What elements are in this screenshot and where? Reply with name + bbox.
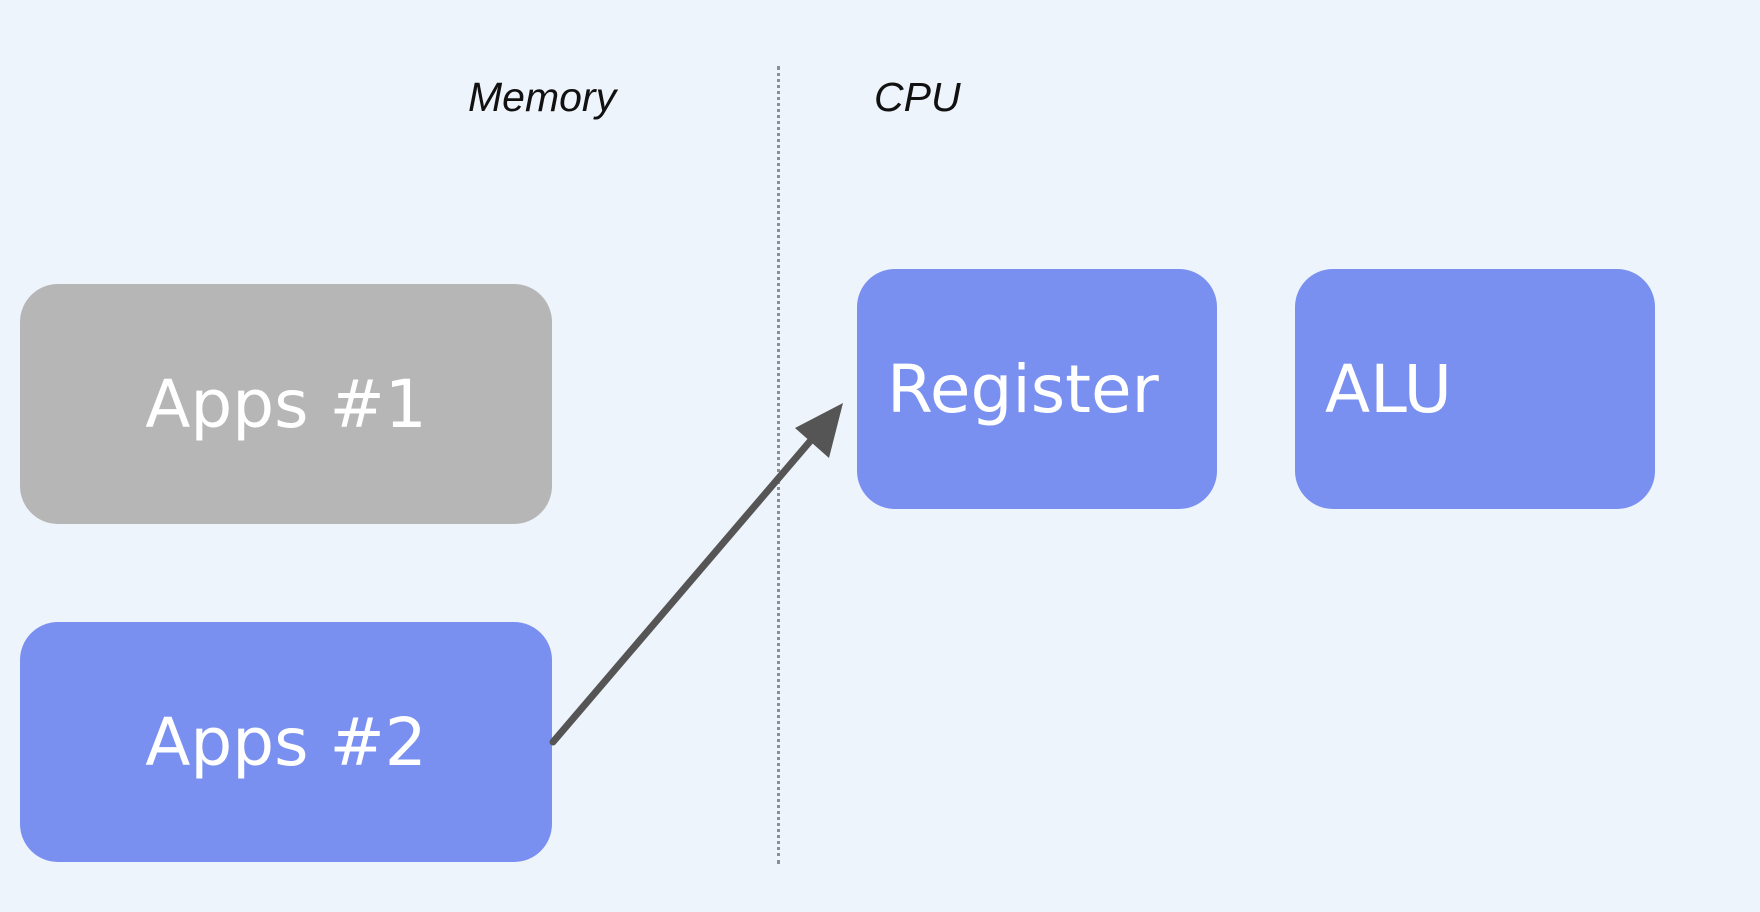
- alu-label: ALU: [1325, 350, 1452, 428]
- register-label: Register: [887, 350, 1159, 428]
- cpu-section-label: CPU: [874, 74, 961, 120]
- memory-section-label: Memory: [468, 74, 617, 120]
- app2-to-register-arrowhead: [795, 403, 843, 458]
- apps-2-label: Apps #2: [145, 703, 427, 781]
- register-box: Register: [857, 269, 1217, 509]
- apps-2-box: Apps #2: [20, 622, 552, 862]
- apps-1-label: Apps #1: [145, 365, 427, 443]
- apps-1-box: Apps #1: [20, 284, 552, 524]
- app2-to-register-arrow-shaft: [549, 435, 816, 746]
- alu-box: ALU: [1295, 269, 1655, 509]
- memory-cpu-divider: [777, 66, 780, 864]
